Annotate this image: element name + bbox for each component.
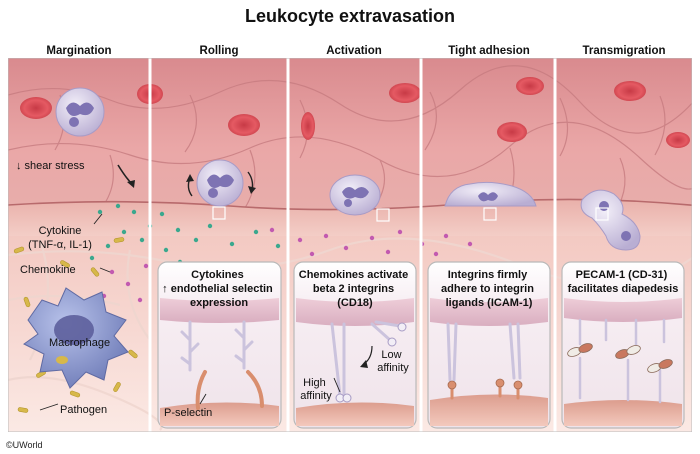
box-text-activation: Chemokines activate beta 2 integrins (CD…	[299, 269, 412, 309]
stage-label-margination: Margination	[46, 45, 111, 57]
red-blood-cell	[389, 83, 421, 103]
stage-label-activation: Activation	[326, 45, 382, 57]
roll-arrow-left-head	[186, 174, 194, 182]
shear-stress-label: ↓ shear stress	[16, 160, 85, 172]
high-affinity-label: High affinity	[300, 377, 332, 402]
red-blood-cell	[666, 132, 690, 148]
box-text-transmigration: PECAM-1 (CD-31) facilitates diapedesis	[568, 269, 679, 295]
red-blood-cell	[20, 97, 52, 119]
stage-label-transmigration: Transmigration	[582, 45, 665, 57]
cytokine-label: Cytokine	[39, 225, 82, 237]
zoom-marker	[483, 207, 497, 221]
copyright-credit: ©UWorld	[6, 440, 42, 450]
leukocyte-adherent	[444, 181, 537, 207]
red-blood-cell	[301, 112, 315, 140]
leukocyte-margination	[55, 87, 105, 137]
box-text-tight-adhesion: Integrins firmly adhere to integrin liga…	[441, 269, 537, 309]
leukocyte-rolling	[196, 159, 244, 207]
red-blood-cell	[497, 122, 527, 142]
chemokine-leader	[99, 267, 111, 273]
inset-box-transmigration	[561, 261, 685, 429]
zoom-marker	[595, 207, 609, 221]
zoom-marker	[376, 208, 390, 222]
high-affinity-leader	[333, 377, 341, 393]
cytokine-leader	[93, 213, 103, 225]
red-blood-cell	[228, 114, 260, 136]
p-selectin-leader	[199, 393, 207, 405]
chemokine-label: Chemokine	[20, 264, 76, 276]
diagram-title: Leukocyte extravasation	[245, 6, 455, 26]
panel-dividers	[148, 58, 557, 432]
pecam-1-molecules	[567, 343, 673, 373]
scene	[8, 58, 692, 432]
macrophage-cell	[23, 287, 129, 389]
inset-box-activation	[293, 261, 417, 429]
flow-arrow-head	[127, 180, 135, 188]
red-blood-cell	[516, 77, 544, 95]
leukocyte-activated	[329, 174, 381, 216]
leukocyte-transmigrating	[580, 189, 641, 251]
macrophage-label: Macrophage	[49, 337, 110, 349]
pathogen-label: Pathogen	[60, 404, 107, 416]
zoom-marker	[212, 206, 226, 220]
red-blood-cell	[614, 81, 646, 101]
box-text-rolling: Cytokines ↑ endothelial selectin express…	[162, 269, 276, 309]
roll-arrow-right-head	[248, 186, 256, 194]
stage-label-tight-adhesion: Tight adhesion	[448, 45, 530, 57]
cytokine-particles	[89, 203, 281, 265]
inset-box-rolling	[157, 261, 282, 429]
pathogens	[13, 237, 138, 413]
inset-box-tight-adhesion	[427, 261, 551, 429]
cytokine-subtitle: (TNF-α, IL-1)	[28, 239, 92, 251]
red-blood-cells	[20, 77, 690, 148]
pathogen-leader	[39, 403, 59, 411]
stage-label-rolling: Rolling	[200, 45, 239, 57]
low-affinity-label: Low affinity	[377, 349, 409, 374]
p-selectin-label: P-selectin	[164, 407, 212, 419]
